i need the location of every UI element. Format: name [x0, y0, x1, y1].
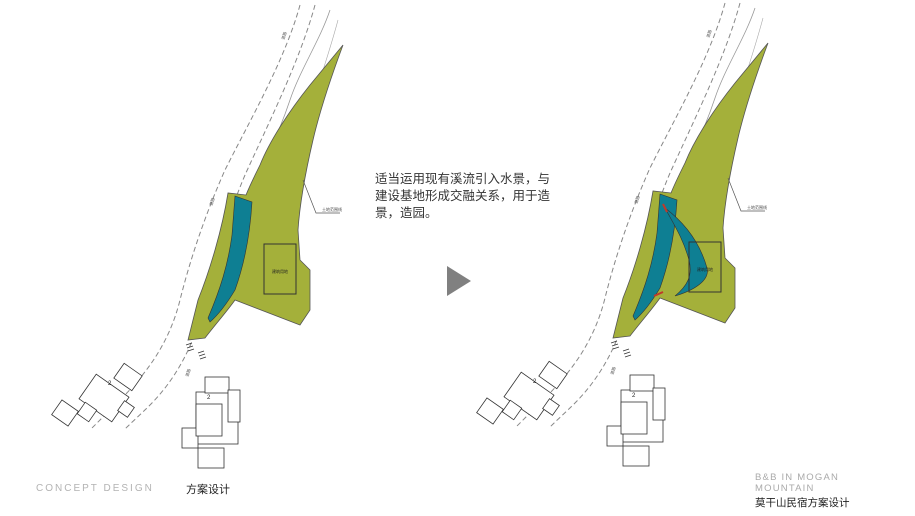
water-area — [632, 193, 678, 321]
road-label: 道路 — [279, 31, 287, 41]
concept-design-label: CONCEPT DESIGN — [36, 483, 154, 494]
building-box-label: 建筑用地 — [697, 266, 713, 272]
brand-english: B&B IN MOGAN MOUNTAIN — [755, 472, 840, 494]
building-box — [688, 241, 722, 293]
leader-label: 土地范围线 — [747, 204, 767, 210]
road-label: 道路 — [183, 368, 191, 378]
leader-line — [302, 179, 340, 214]
road-dashed-line — [89, 4, 301, 431]
building-box-label: 建筑用地 — [272, 268, 288, 274]
building-box — [263, 243, 297, 295]
stair-marks — [185, 342, 207, 360]
room-number: 2 — [632, 393, 636, 399]
road-label: 道路 — [608, 366, 616, 376]
road-label: 道路 — [632, 195, 640, 205]
room-number: 2 — [207, 395, 211, 401]
site-plan-before: 建筑用地 土地范围线 道路 道路 道路 2 2 — [51, 4, 344, 469]
building-footprints — [51, 362, 241, 469]
road-label: 道路 — [704, 29, 712, 39]
road-dashed-line — [123, 4, 316, 431]
stair-marks — [610, 340, 632, 358]
leader-line — [727, 177, 765, 212]
room-number: 2 — [108, 381, 112, 387]
land-area — [612, 42, 769, 339]
road-dashed-line — [548, 2, 741, 429]
design-caption: 适当运用现有溪流引入水景，与建设基地形成交融关系，用于造景，造园。 — [375, 171, 551, 220]
leader-label: 土地范围线 — [322, 206, 342, 212]
building-footprints — [476, 360, 666, 467]
road-label: 道路 — [207, 197, 215, 207]
site-plan-after: 建筑用地 土地范围线 道路 道路 道路 2 2 — [476, 2, 769, 467]
stream-flow-line — [653, 291, 664, 297]
room-number: 2 — [533, 379, 537, 385]
scheme-design-label: 方案设计 — [186, 483, 230, 496]
water-extension — [664, 207, 708, 297]
water-area — [207, 195, 253, 323]
road-dashed-line — [514, 2, 726, 429]
land-area — [187, 44, 344, 341]
brand-chinese: 莫干山民宿方案设计 — [755, 497, 850, 509]
stream-flow-line — [662, 203, 668, 213]
play-arrow-icon — [447, 266, 471, 296]
